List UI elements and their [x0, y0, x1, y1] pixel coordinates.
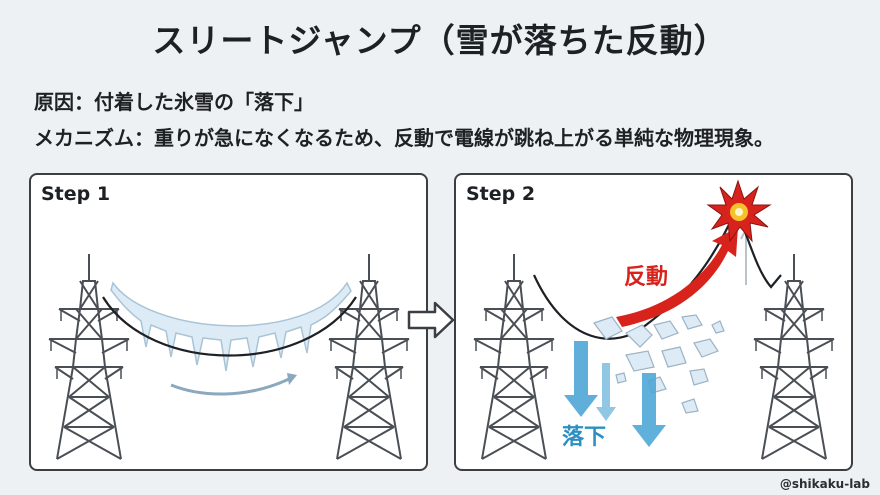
- spark-icon: [706, 179, 772, 243]
- rebound-label: 反動: [624, 265, 669, 290]
- page-title: スリートジャンプ（雪が落ちた反動）: [152, 21, 728, 60]
- next-step-arrow-icon: [407, 301, 455, 339]
- step2-illustration: [473, 179, 835, 460]
- watermark: @shikaku-lab: [779, 477, 870, 491]
- fall-label: 落下: [562, 425, 607, 450]
- step1-illustration: [48, 253, 410, 460]
- step2-label: Step 2: [466, 183, 536, 205]
- step2-panel: Step 2: [454, 173, 853, 471]
- step1-panel: Step 1: [29, 173, 428, 471]
- step1-label: Step 1: [41, 183, 111, 205]
- cause-text: 原因：付着した氷雪の「落下」: [34, 90, 314, 114]
- mechanism-text: メカニズム：重りが急になくなるため、反動で電線が跳ね上がる単純な物理現象。: [34, 126, 774, 150]
